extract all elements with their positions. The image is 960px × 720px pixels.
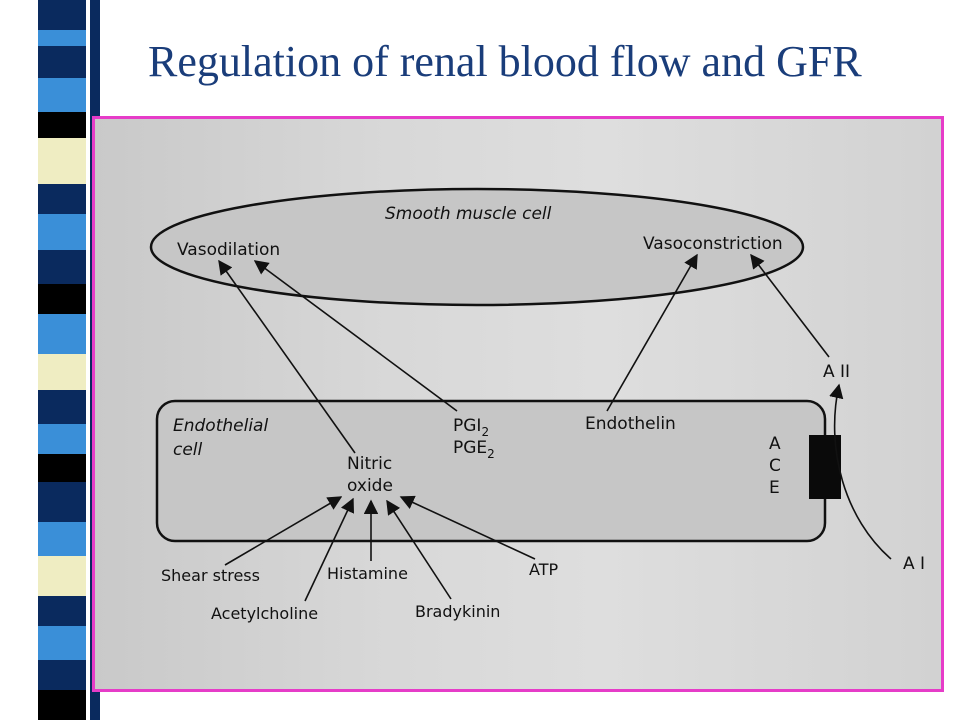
decorative-side-strip [0, 0, 100, 720]
pgi2-label: PGI2 [453, 416, 489, 439]
ace-letter-e: E [769, 478, 780, 498]
vasodilation-label: Vasodilation [177, 240, 280, 260]
ace-letter-c: C [769, 456, 781, 476]
slide-title: Regulation of renal blood flow and GFR [148, 37, 862, 86]
diagram-arrows [218, 253, 892, 602]
arrow-shear-stress-to-no [224, 496, 343, 566]
arrow-bradykinin-to-no [386, 499, 452, 600]
vasoconstriction-label: Vasoconstriction [643, 234, 783, 254]
histamine-label: Histamine [327, 564, 408, 583]
endothelial-cell-label-line2: cell [173, 440, 203, 460]
bradykinin-label: Bradykinin [415, 602, 500, 621]
endothelial-cell-label-line1: Endothelial [173, 416, 268, 436]
arrow-pg-to-vasodilation [253, 260, 458, 412]
nitric-oxide-label-line2: oxide [347, 476, 393, 496]
ace-enzyme-block [809, 435, 841, 499]
arrow-no-to-vasodilation [218, 259, 356, 454]
atp-label: ATP [529, 560, 558, 579]
ace-letter-a: A [769, 434, 781, 454]
shear-stress-label: Shear stress [161, 566, 260, 585]
acetylcholine-label: Acetylcholine [211, 604, 318, 623]
endothelin-label: Endothelin [585, 414, 676, 434]
smooth-muscle-cell-shape [149, 187, 805, 307]
nitric-oxide-label-line1: Nitric [347, 454, 392, 474]
arrow-acetylcholine-to-no [304, 497, 354, 602]
arrow-ai-to-aii [829, 383, 892, 560]
diagram-frame: Smooth muscle cell Vasodilation Vasocons… [92, 116, 944, 692]
arrow-atp-to-no [399, 495, 536, 560]
smooth-muscle-cell-label: Smooth muscle cell [385, 204, 552, 224]
angiotensin-ii-label: A II [823, 362, 850, 382]
arrow-endothelin-to-vasoconstriction [606, 253, 698, 412]
arrow-aii-to-vasoconstriction [750, 253, 830, 358]
angiotensin-i-label: A I [903, 554, 925, 574]
renal-regulation-diagram: Smooth muscle cell Vasodilation Vasocons… [149, 187, 925, 623]
pge2-label: PGE2 [453, 438, 495, 461]
